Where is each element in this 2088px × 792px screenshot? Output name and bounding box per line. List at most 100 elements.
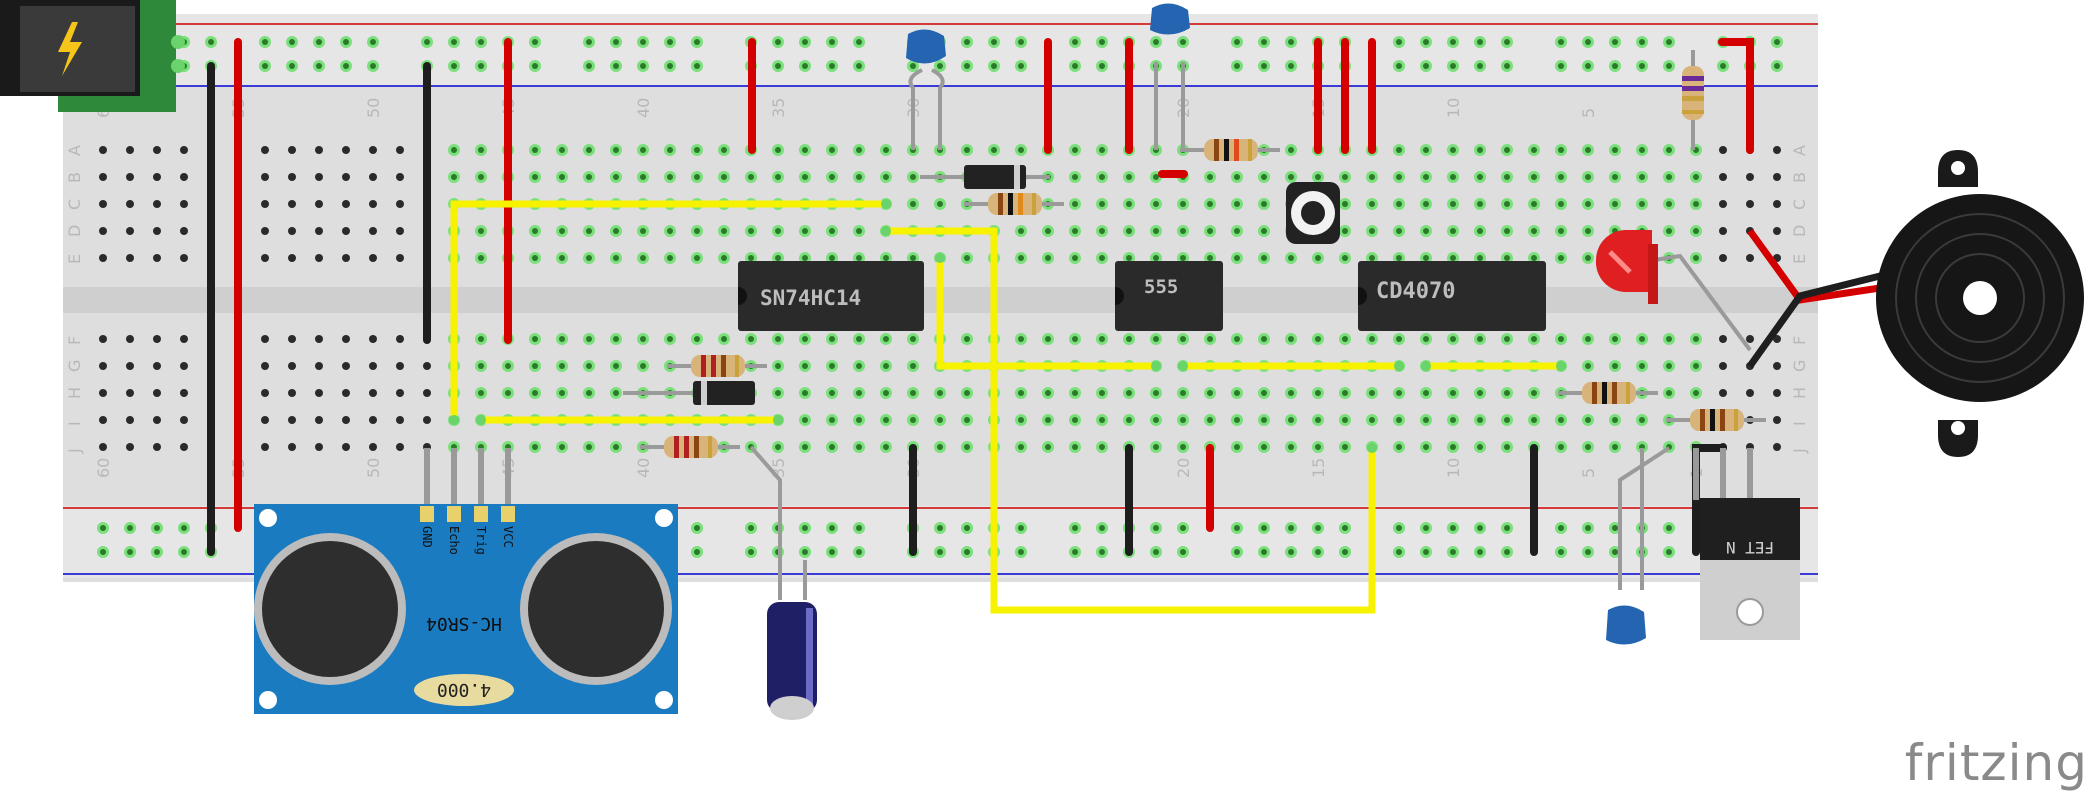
hole-center [1504,525,1510,531]
hole-center [1477,390,1483,396]
column-number: 10 [1444,458,1463,478]
diodes [623,165,1050,405]
hole [180,416,188,424]
hole [342,146,350,154]
hole-center [1639,363,1645,369]
hole [153,335,161,343]
row-letter: E [65,254,84,264]
wire-endpoints [449,199,1566,453]
hole-center [640,147,646,153]
hole [315,227,323,235]
lightning-icon [58,22,82,76]
hole-center [1504,39,1510,45]
sensor-pins [424,448,511,508]
hole-center [964,147,970,153]
hole-center [1396,201,1402,207]
hole-center [1585,417,1591,423]
hole-center [1504,174,1510,180]
hole-center [1099,444,1105,450]
hole-center [1153,39,1159,45]
hole-center [856,390,862,396]
hole-center [775,363,781,369]
hole [342,173,350,181]
hole-center [613,444,619,450]
hole [396,254,404,262]
hole-center [802,228,808,234]
hole-center [1396,228,1402,234]
hole [99,200,107,208]
hole [396,227,404,235]
hole-center [586,63,592,69]
hole-center [343,63,349,69]
hole-center [1045,444,1051,450]
hole-center [1585,39,1591,45]
hole-center [694,336,700,342]
hole-center [478,255,484,261]
hole-center [478,63,484,69]
hole-center [1720,63,1726,69]
hole-center [883,255,889,261]
hole-center [1558,336,1564,342]
hole-center [1477,444,1483,450]
hole-center [937,444,943,450]
hole [288,146,296,154]
hole-center [1666,63,1672,69]
hole-center [289,63,295,69]
hole-center [1261,525,1267,531]
svg-text:Echo: Echo [447,526,461,555]
hole-center [1288,39,1294,45]
hole-center [1315,417,1321,423]
hole-center [1504,549,1510,555]
hole [126,389,134,397]
hole [369,389,377,397]
hole [180,389,188,397]
hole-center [1531,255,1537,261]
hole-center [1342,390,1348,396]
hole-center [1018,147,1024,153]
hole [288,389,296,397]
hole-center [1234,444,1240,450]
column-number: 5 [1579,108,1598,118]
hole [396,443,404,451]
hole-center [1018,228,1024,234]
hole-center [1153,444,1159,450]
hole-center [964,549,970,555]
hole-center [856,63,862,69]
hole [99,227,107,235]
hole-center [1207,255,1213,261]
hole-center [1774,39,1780,45]
hole [288,254,296,262]
row-letter: D [65,225,84,237]
hole-center [1126,336,1132,342]
buzzer [1747,150,2084,457]
hole [315,362,323,370]
hole [396,389,404,397]
hole [1746,335,1754,343]
hole-center [1477,228,1483,234]
hole-center [640,336,646,342]
hole-center [181,549,187,555]
hole-center [775,174,781,180]
hole [288,173,296,181]
hole-center [559,228,565,234]
hole-center [1342,174,1348,180]
hole-center [1315,174,1321,180]
hole-center [1315,390,1321,396]
hole [315,254,323,262]
hole-center [1423,525,1429,531]
hole-center [1261,255,1267,261]
row-letter: J [65,448,84,454]
hole-center [1261,228,1267,234]
hole-center [1585,63,1591,69]
hole [1746,389,1754,397]
hole-center [1504,201,1510,207]
hole [153,254,161,262]
hole [99,416,107,424]
hole [1773,362,1781,370]
hole-center [1126,201,1132,207]
hole [315,416,323,424]
hole-center [1531,201,1537,207]
column-number: 60 [94,458,113,478]
resistor [1180,139,1280,161]
hole-center [586,39,592,45]
